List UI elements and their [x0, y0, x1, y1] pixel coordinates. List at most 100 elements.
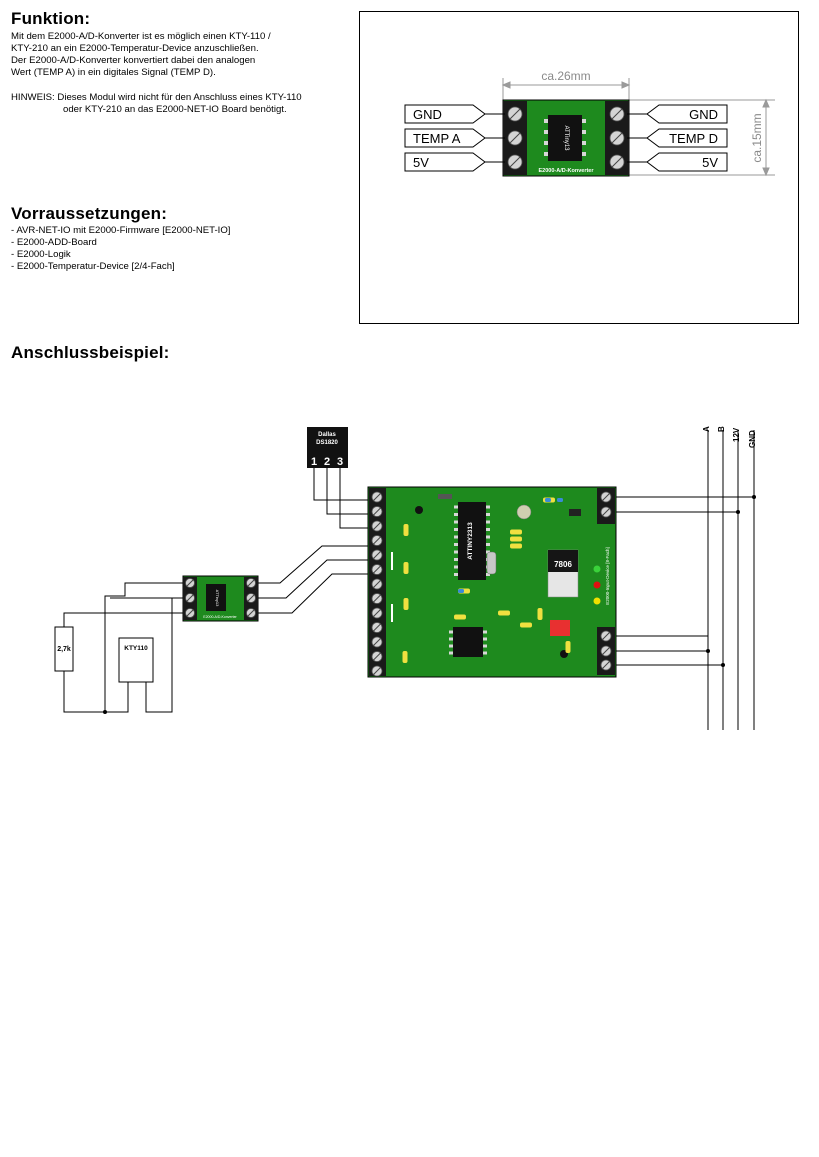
- screw-slot: [373, 652, 381, 661]
- mcu-pin: [454, 565, 458, 569]
- list-item: - E2000-ADD-Board: [11, 237, 97, 248]
- mcu-pin: [486, 520, 490, 524]
- screw-slot: [611, 132, 623, 144]
- led-yellow: [593, 597, 601, 605]
- ic-pin: [449, 630, 453, 634]
- chip-pin: [544, 152, 548, 156]
- resistor-part: [454, 614, 466, 620]
- label-gnd-right: GND: [689, 107, 718, 122]
- voraussetzungen-list: - AVR-NET-IO mit E2000-Firmware [E2000-N…: [11, 225, 230, 273]
- label-arrow-5v-right: [646, 152, 728, 172]
- terminal-screw: [609, 130, 625, 146]
- funktion-heading: Funktion:: [11, 9, 91, 28]
- resistor-part: [402, 651, 408, 663]
- terminal-screw: [600, 659, 612, 671]
- resistor-part: [403, 524, 409, 536]
- attiny13-chip: [548, 115, 582, 161]
- crystal: [486, 551, 497, 575]
- ic2-pins: [449, 630, 487, 655]
- terminal-screw: [371, 506, 383, 517]
- sensor-pin-1: 1: [311, 456, 317, 468]
- height-dimension: [629, 98, 775, 177]
- module-frame: [359, 11, 799, 324]
- terminal-screw: [600, 506, 612, 518]
- small-capacitor: [458, 589, 464, 593]
- terminal-screw: [371, 578, 383, 590]
- chip-label: ATTiny13: [563, 125, 569, 151]
- terminal-screw: [600, 491, 612, 503]
- terminal-screw: [371, 636, 383, 648]
- list-item: - E2000-Temperatur-Device [2/4-Fach]: [11, 261, 175, 272]
- screw-slot: [373, 565, 381, 574]
- label-arrow-temp-a: [404, 128, 486, 148]
- terminal-screw: [507, 130, 523, 146]
- ic-pin: [449, 637, 453, 641]
- small-screws: [185, 578, 256, 618]
- terminal-screw: [371, 607, 383, 619]
- screw-slot: [373, 594, 381, 603]
- list-item: - E2000-Logik: [11, 249, 71, 260]
- dip-switch: [550, 620, 570, 636]
- junction-dot: [103, 710, 107, 714]
- mounting-hole: [415, 506, 423, 514]
- chip-pin: [582, 130, 586, 134]
- small-capacitor: [545, 498, 551, 502]
- mcu-pin: [486, 573, 490, 576]
- label-gnd-left: GND: [413, 107, 442, 122]
- mcu-pin: [454, 558, 458, 561]
- mcu-pin: [486, 535, 490, 539]
- screw-slot: [602, 493, 610, 501]
- screw-slot: [247, 594, 255, 602]
- chip-pin: [582, 119, 586, 123]
- ds1820-sensor: [307, 427, 348, 468]
- label-temp-d: TEMP D: [669, 131, 718, 146]
- bus-label-gnd: GND: [748, 430, 757, 448]
- right-pin-labels: [646, 104, 728, 172]
- terminal-screw: [600, 645, 612, 657]
- terminal-screw: [185, 578, 195, 588]
- chip-pin: [582, 152, 586, 156]
- resistor-part: [403, 562, 409, 574]
- screw-slot: [373, 507, 381, 516]
- mcu-pins: [454, 505, 490, 576]
- terminal-screw: [371, 549, 383, 561]
- diode: [569, 509, 581, 516]
- mcu-pin: [486, 543, 490, 546]
- funktion-line: Mit dem E2000-A/D-Konverter ist es mögli…: [11, 31, 271, 42]
- left-pin-labels: [404, 104, 486, 172]
- screw-slot: [373, 580, 381, 588]
- terminal-screw: [371, 564, 383, 575]
- screw-slot: [373, 623, 381, 632]
- ic-pin: [483, 637, 487, 641]
- small-chip: [206, 584, 226, 611]
- sensor-name-1: Dallas: [318, 432, 336, 438]
- component-mark: [391, 604, 393, 622]
- resistor-part: [403, 598, 409, 610]
- list-item: - AVR-NET-IO mit E2000-Firmware [E2000-N…: [11, 225, 231, 236]
- anschlussbeispiel-heading: Anschlussbeispiel:: [11, 343, 170, 362]
- left-label-leads: [485, 113, 505, 163]
- ic-pin: [483, 644, 487, 648]
- terminal-screw: [185, 608, 195, 618]
- screw-slot: [186, 579, 194, 587]
- terminal-screw: [185, 593, 195, 603]
- sensor-name-2: DS1820: [316, 440, 338, 446]
- screw-slot: [373, 551, 381, 559]
- chip-pin: [582, 141, 586, 145]
- screw-slot: [509, 108, 521, 120]
- screw-slot: [602, 647, 610, 655]
- width-label: ca.26mm: [541, 69, 590, 83]
- board-label: E2000-A/D-Konverter: [538, 168, 594, 174]
- main-screws: [371, 491, 612, 677]
- sensor-pin-2: 2: [324, 456, 330, 468]
- resistor-part: [537, 608, 543, 620]
- screw-slot: [611, 156, 623, 168]
- mcu-pin: [454, 528, 458, 531]
- label-arrow-5v: [404, 152, 486, 172]
- chip-pin: [544, 130, 548, 134]
- screw-slot: [602, 661, 610, 669]
- bus-lines: [614, 430, 755, 730]
- ic-pin: [449, 644, 453, 648]
- regulator-label: 7806: [554, 560, 572, 569]
